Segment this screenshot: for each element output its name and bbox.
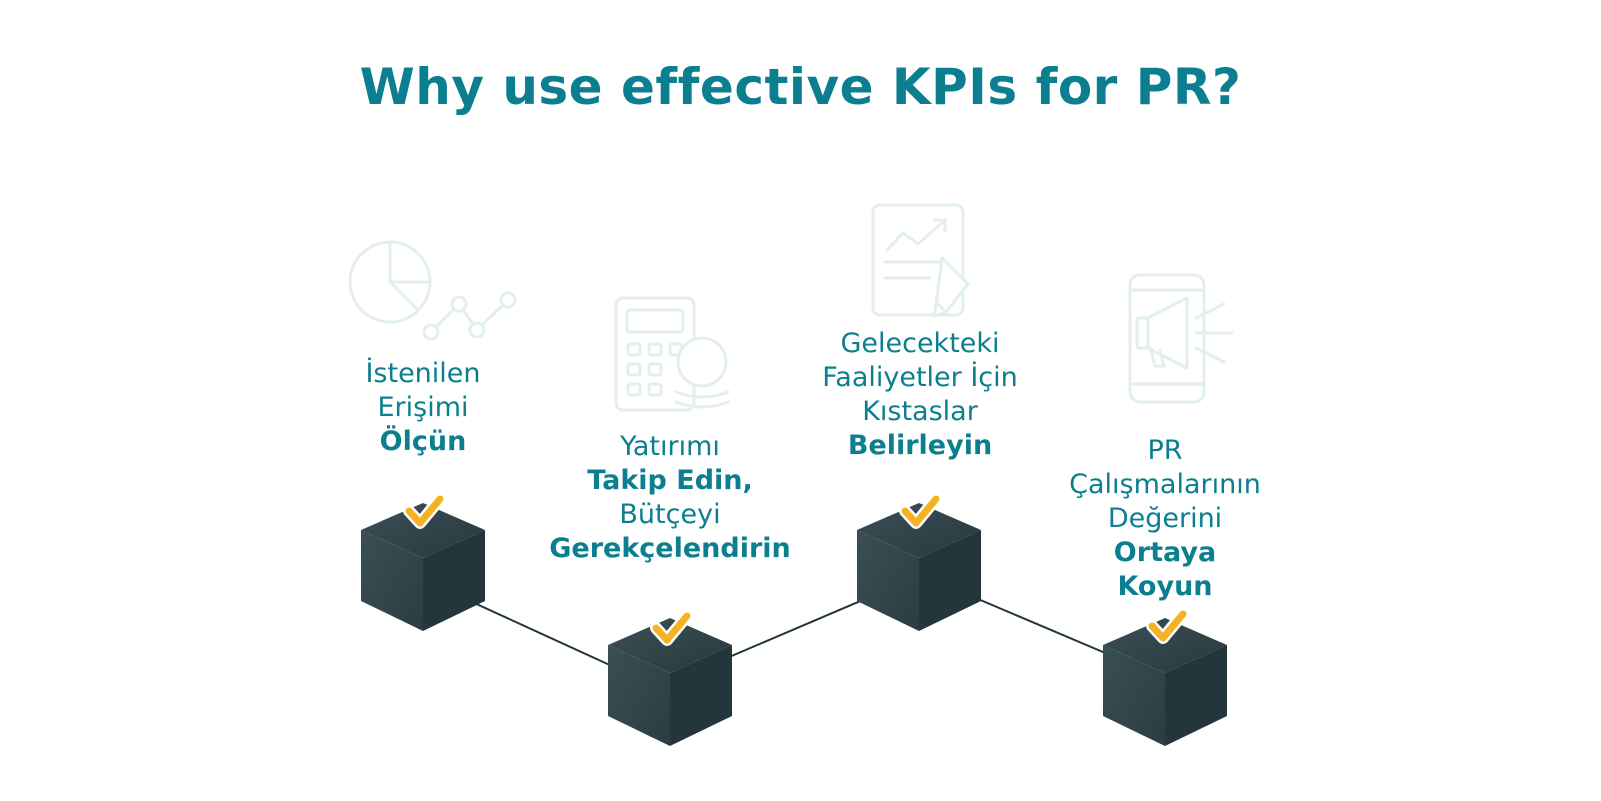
checkmark-icon (899, 493, 942, 529)
step-label-3: Gelecekteki Faaliyetler İçin Kıstaslar B… (780, 327, 1060, 463)
step-label-line: Gerekçelendirin (549, 533, 791, 564)
step-label-line: Çalışmalarının (1069, 469, 1261, 500)
step-cube-1 (361, 503, 485, 631)
page-title: Why use effective KPIs for PR? (359, 58, 1242, 116)
calculator-coins-icon (614, 296, 730, 412)
step-label-2: Yatırımı Takip Edin, Bütçeyi Gerekçelend… (515, 430, 825, 566)
step-cube-3 (857, 503, 981, 631)
step-label-4: PR Çalışmalarının Değerini Ortaya Koyun (1025, 434, 1305, 604)
step-label-line: Faaliyetler İçin (822, 362, 1018, 393)
phone-megaphone-icon (1128, 273, 1234, 404)
checkmark-icon (650, 610, 693, 646)
checkmark-icon (403, 493, 446, 529)
step-cube-2 (608, 618, 732, 746)
step-label-1: İstenilen Erişimi Ölçün (283, 357, 563, 459)
step-label-line: Yatırımı (620, 431, 720, 462)
pie-chart-network-icon (348, 240, 517, 341)
step-label-line: PR (1147, 435, 1183, 466)
step-label-line: Koyun (1117, 571, 1213, 602)
step-label-line: Erişimi (377, 392, 469, 423)
step-label-line: Belirleyin (847, 430, 993, 461)
step-label-line: İstenilen (365, 358, 481, 389)
report-pencil-icon (871, 203, 970, 318)
step-label-line: Kıstaslar (862, 396, 978, 427)
step-label-line: Takip Edin, (587, 465, 753, 496)
step-label-line: Ölçün (379, 426, 467, 457)
step-cube-4 (1103, 618, 1227, 746)
step-label-line: Gelecekteki (840, 328, 1000, 359)
step-label-line: Ortaya (1113, 537, 1217, 568)
step-label-line: Bütçeyi (619, 499, 721, 530)
checkmark-icon (1146, 608, 1189, 644)
step-label-line: Değerini (1107, 503, 1223, 534)
